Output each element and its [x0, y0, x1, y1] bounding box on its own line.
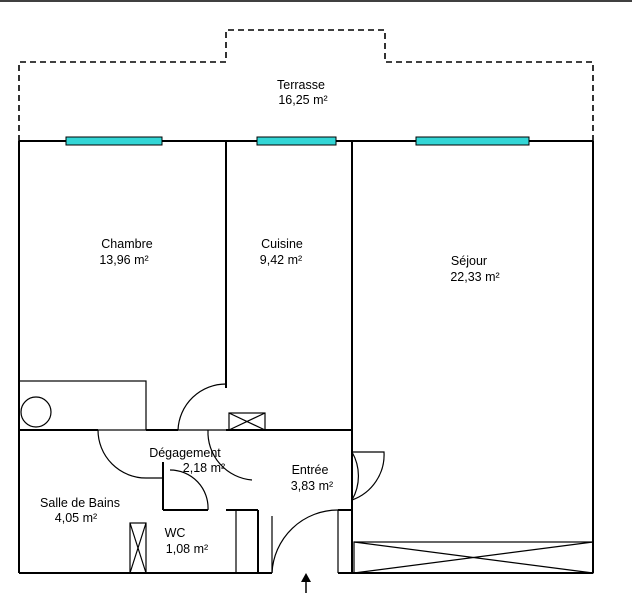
wc-name: WC: [165, 526, 186, 540]
sejour-storage: [353, 541, 594, 574]
entree-area: 3,83 m²: [291, 479, 333, 493]
chambre-area: 13,96 m²: [99, 253, 148, 267]
window-chambre: [65, 136, 163, 146]
wc-cistern: [129, 522, 147, 574]
windows: [65, 136, 530, 146]
terrasse-name: Terrasse: [277, 78, 325, 92]
entree-name: Entrée: [292, 463, 329, 477]
cuisine-area: 9,42 m²: [260, 253, 302, 267]
terrasse-area: 16,25 m²: [278, 93, 327, 107]
cuisine-name: Cuisine: [261, 237, 303, 251]
sejour-area: 22,33 m²: [450, 270, 499, 284]
chambre-name: Chambre: [101, 237, 152, 251]
wc-area: 1,08 m²: [166, 542, 208, 556]
sdb-area: 4,05 m²: [55, 511, 97, 525]
sejour-name: Séjour: [451, 254, 487, 268]
cuisine-appliance: [228, 412, 266, 431]
window-cuisine: [256, 136, 337, 146]
entrance-arrow-icon: [301, 573, 311, 593]
terrace-outline: [18, 29, 594, 141]
sdb-name: Salle de Bains: [40, 496, 120, 510]
sink-circle: [20, 396, 52, 428]
degagement-area: 2,18 m²: [183, 461, 225, 475]
door-swings: [97, 383, 385, 574]
chambre-closet: [18, 380, 147, 431]
window-sejour: [415, 136, 530, 146]
degagement-name: Dégagement: [149, 446, 221, 460]
